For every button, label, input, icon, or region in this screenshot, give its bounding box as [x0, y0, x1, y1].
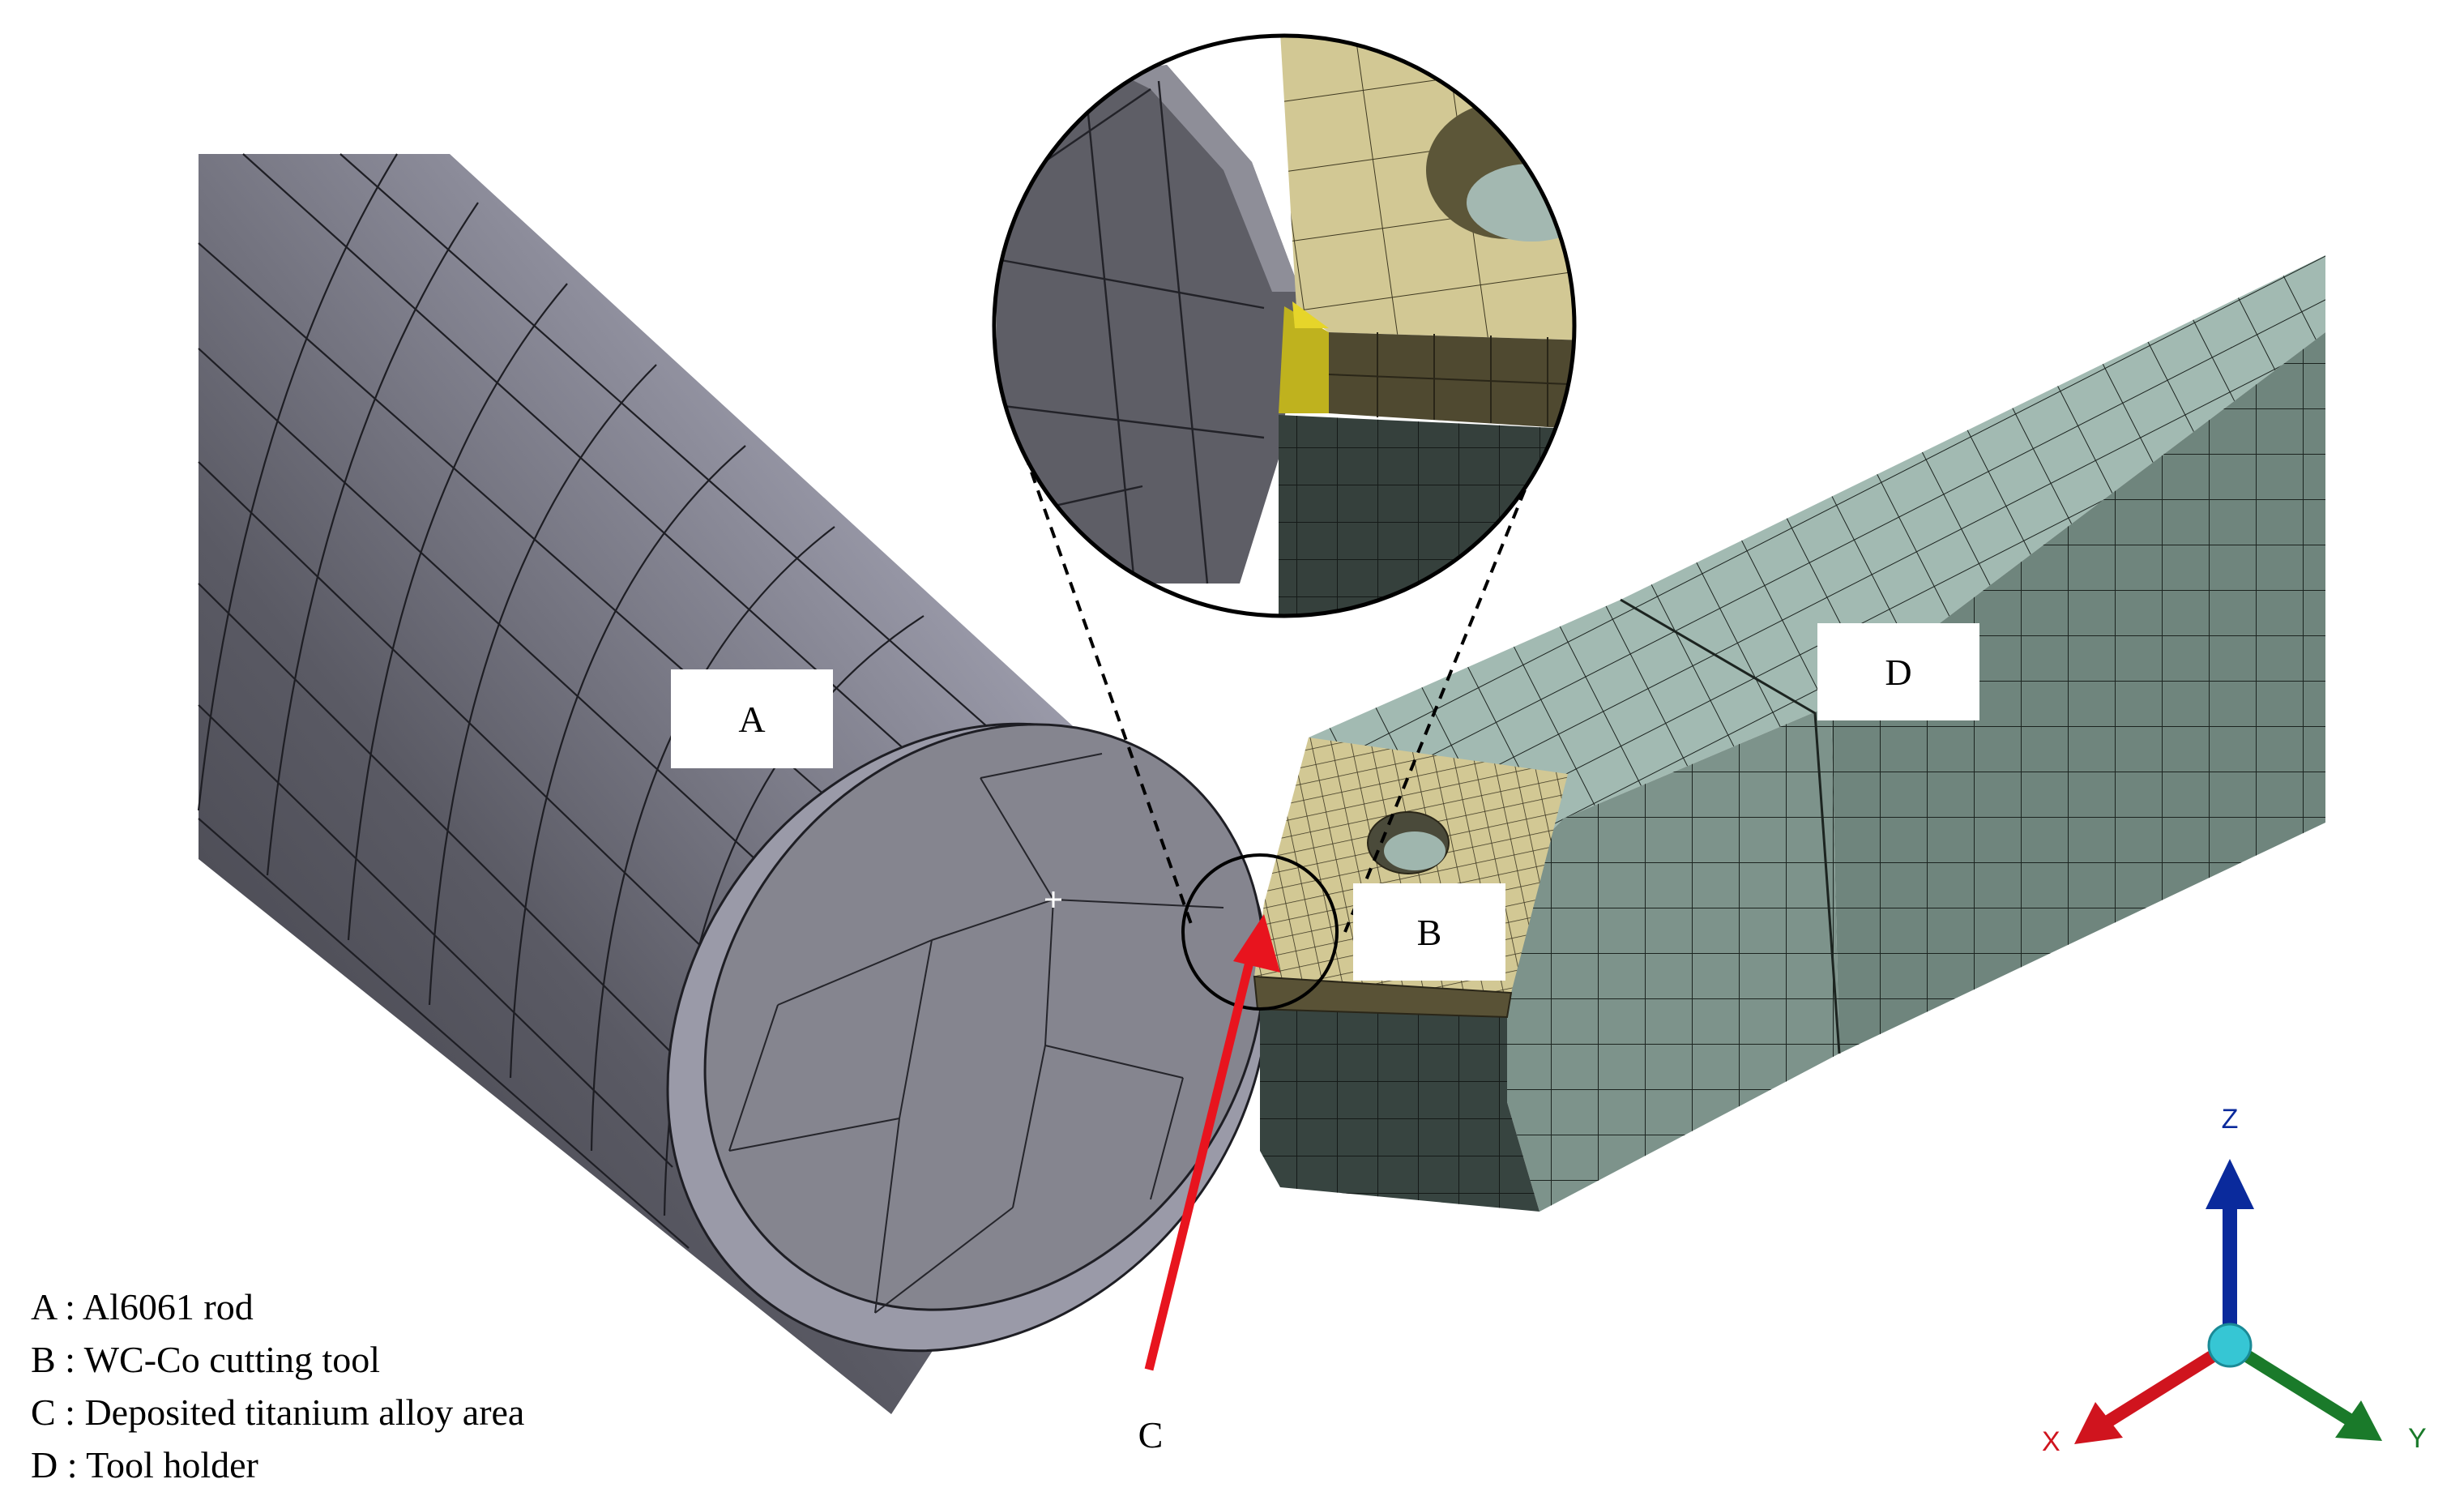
aluminum-rod	[197, 153, 1270, 1414]
legend: A : Al6061 rod B : WC-Co cutting tool C …	[31, 1280, 524, 1491]
label-a: A	[671, 669, 833, 768]
legend-item-c: C : Deposited titanium alloy area	[31, 1391, 525, 1433]
label-c: C	[1138, 1413, 1164, 1456]
legend-item-d: D : Tool holder	[31, 1444, 258, 1485]
axis-y-label: Y	[2408, 1423, 2427, 1454]
legend-item-a: A : Al6061 rod	[31, 1286, 254, 1327]
axis-x-label: X	[2042, 1426, 2060, 1457]
label-b: B	[1353, 883, 1505, 981]
label-d: D	[1817, 623, 1979, 720]
axis-z-label: Z	[2221, 1104, 2239, 1135]
coordinate-axes	[2074, 1159, 2382, 1444]
deposit-pointer-arrow	[1144, 914, 1280, 1371]
legend-item-b: B : WC-Co cutting tool	[31, 1339, 381, 1380]
